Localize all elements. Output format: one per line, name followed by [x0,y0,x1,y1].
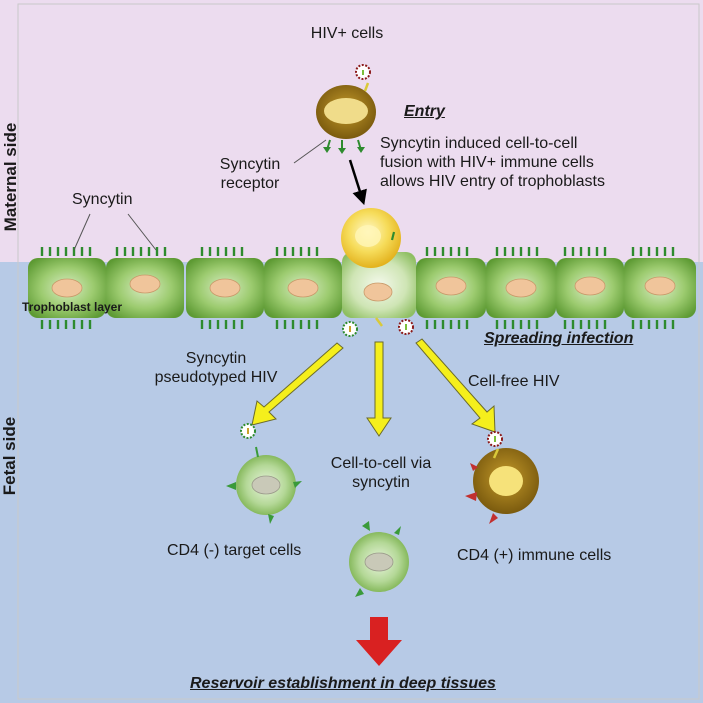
reservoir-label: Reservoir establishment in deep tissues [190,675,496,692]
entry-desc-line-3: allows HIV entry of trophoblasts [380,173,605,190]
cd4-positive-label: CD4 (+) immune cells [457,547,612,564]
cell-free-hiv-label: Cell-free HIV [468,373,560,390]
hiv-virion-icon [355,64,371,92]
arrow-to-cell-to-cell [366,341,392,437]
outer-border [17,3,700,700]
cd4-positive-immune-cell [465,448,539,524]
fetal-side-label: Fetal side [0,416,19,496]
syncytin-receptor-line-2: receptor [220,175,280,192]
reservoir-arrow [356,617,402,666]
cd4-negative-cell-center [349,521,409,597]
entry-desc-line-1: Syncytin induced cell-to-cell [380,135,578,152]
cd4-negative-label: CD4 (-) target cells [167,542,302,559]
syncytin-pseudotyped-label: Syncytin pseudotyped HIV [146,349,286,387]
maternal-side-label: Maternal side [1,122,20,232]
trophoblast-nucleus [209,278,241,298]
trophoblast-nucleus [505,278,537,298]
pseudotyped-line-1: Syncytin [185,350,247,367]
syncytin-spikes-top [40,247,675,256]
arrow-to-cd4-neg [251,342,344,426]
cell-to-cell-label: Cell-to-cell via syncytin [311,454,451,492]
cell-to-cell-line-1: Cell-to-cell via [330,455,432,472]
yellow-arrows [251,338,496,437]
fused-cell [341,208,401,268]
trophoblast-layer [28,252,696,318]
virion-right [398,319,414,335]
entry-label: Entry [404,103,445,120]
trophoblast-nucleus [287,278,319,298]
hiv-positive-cells-label: HIV+ cells [310,25,384,42]
trophoblast-nucleus [644,276,676,296]
cell-to-cell-line-2: syncytin [352,474,410,491]
arrow-to-cd4-pos [415,338,496,433]
trophoblast-nucleus [129,274,161,294]
virion-above-cd4-neg [240,423,259,458]
trophoblast-nucleus [435,276,467,296]
virion-center [375,317,383,327]
virion-above-cd4-pos [487,431,503,459]
hiv-positive-immune-cell [316,85,376,154]
trophoblast-nucleus [51,278,83,298]
trophoblast-nucleus [574,276,606,296]
syncytin-label: Syncytin [72,191,133,208]
receptor-pointer-line [293,139,327,164]
entry-desc-line-2: fusion with HIV+ immune cells [380,154,594,171]
syncytin-receptor-label: Syncytin receptor [204,155,296,193]
trophoblast-nucleus [363,282,393,302]
trophoblast-layer-label: Trophoblast layer [22,300,123,314]
entry-arrow [348,159,367,206]
syncytin-spikes-bottom [40,320,675,329]
pseudotyped-line-2: pseudotyped HIV [154,369,278,386]
cd4-negative-cell-left [226,455,302,524]
syncytin-pointer-lines [73,213,157,251]
virion-left [342,321,358,337]
entry-description: Syncytin induced cell-to-cell fusion wit… [380,134,605,191]
syncytin-receptor-line-1: Syncytin [219,156,281,173]
spreading-infection-label: Spreading infection [484,330,634,347]
